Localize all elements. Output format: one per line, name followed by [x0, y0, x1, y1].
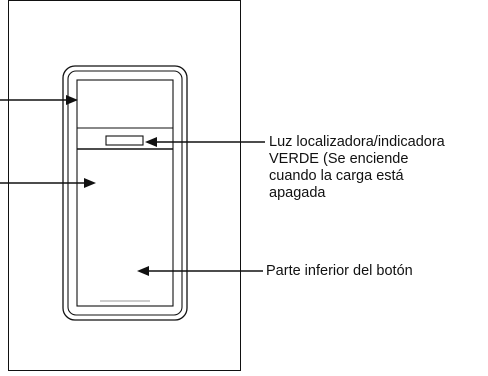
bottom-button-label: Parte inferior del botón	[266, 263, 413, 280]
locator-light-label-line3: cuando la carga está	[269, 168, 404, 184]
locator-light-label-line2: VERDE (Se enciende	[269, 151, 409, 167]
rocker-body	[76, 79, 174, 307]
locator-light-label-line4: apagada	[269, 185, 326, 201]
locator-light	[105, 135, 144, 146]
arrow-bottom-button-left-head	[84, 178, 96, 188]
bottom-button-label-text: Parte inferior del botón	[266, 263, 413, 279]
switch-frame-inner	[67, 70, 183, 316]
locator-light-label: Luz localizadora/indicadora VERDE (Se en…	[269, 134, 445, 202]
wallplate-outline	[8, 0, 241, 371]
arrow-bottom-button-head	[137, 266, 149, 276]
arrow-top-button-head	[66, 95, 78, 105]
arrow-locator-head	[145, 137, 157, 147]
switch-frame-outer	[62, 65, 188, 321]
locator-light-label-line1: Luz localizadora/indicadora	[269, 134, 445, 150]
